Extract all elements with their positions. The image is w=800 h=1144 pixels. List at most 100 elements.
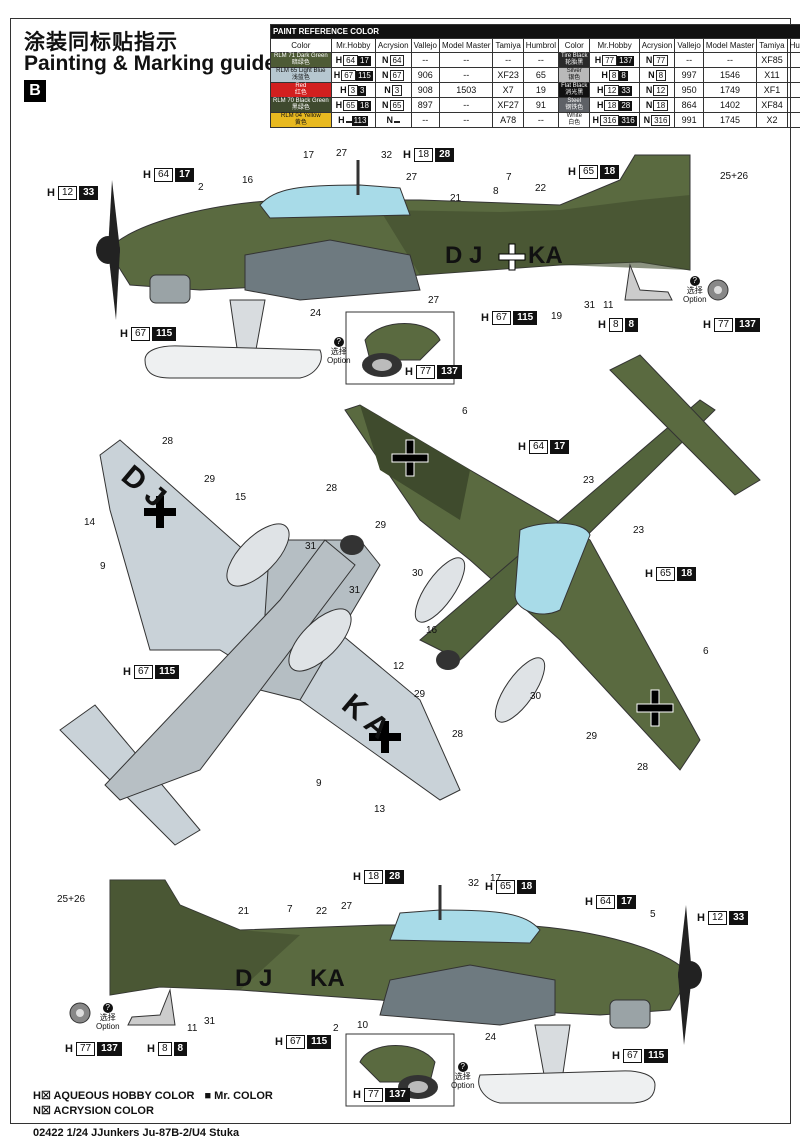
part-number: 27 bbox=[336, 148, 348, 159]
part-number: 2 bbox=[333, 1023, 339, 1034]
plan-view-underside bbox=[59, 439, 461, 846]
paint-name: RLM 65 Light Blue bbox=[276, 68, 326, 74]
part-number: 31 bbox=[584, 300, 596, 311]
paint-code-vallejo: -- bbox=[410, 112, 440, 128]
mr-color-code: 17 bbox=[358, 55, 371, 66]
part-number: 31 bbox=[349, 585, 361, 596]
part-number: 31 bbox=[204, 1016, 216, 1027]
part-number: 21 bbox=[450, 193, 462, 204]
part-number: 13 bbox=[374, 804, 386, 815]
part-number: 9 bbox=[316, 778, 322, 789]
mr-color-code: 3 bbox=[358, 85, 367, 96]
hobby-code: 12 bbox=[653, 84, 669, 96]
part-number: 29 bbox=[375, 520, 387, 531]
paint-name: Steel bbox=[567, 98, 582, 104]
part-number: 17 bbox=[490, 873, 502, 884]
fuselage-code-right-top: KA bbox=[528, 242, 563, 269]
part-number: 8 bbox=[493, 186, 499, 197]
hobby-code: 8 bbox=[608, 69, 620, 81]
hobby-code: 65 bbox=[343, 99, 359, 111]
part-number: 16 bbox=[242, 175, 254, 186]
paint-code-vallejo: 864 bbox=[674, 97, 704, 113]
paint-name: White bbox=[566, 113, 582, 119]
paint-name: Silver bbox=[566, 68, 582, 74]
part-number: 5 bbox=[650, 909, 656, 920]
mr-color-code: 28 bbox=[619, 100, 633, 111]
mr-color-code: 113 bbox=[351, 115, 369, 126]
part-number: 23 bbox=[583, 475, 595, 486]
paint-name-cn: 浅蓝色 bbox=[291, 75, 310, 81]
hobby-code: 65 bbox=[389, 99, 405, 111]
paint-code-tamiya: X2 bbox=[756, 112, 788, 128]
part-number: 7 bbox=[287, 904, 293, 915]
hobby-code: 18 bbox=[604, 99, 620, 111]
paint-name: Red bbox=[295, 83, 307, 89]
mr-color-code: 18 bbox=[358, 100, 371, 111]
part-number: 6 bbox=[703, 646, 709, 657]
part-number: 27 bbox=[428, 295, 440, 306]
mr-color-code: 115 bbox=[356, 70, 373, 81]
mr-color-code: 316 bbox=[619, 115, 637, 126]
paint-name: RLM 71 Dark Green bbox=[274, 53, 328, 59]
paint-name: Tire Black bbox=[561, 53, 588, 59]
hobby-code: 67 bbox=[389, 69, 405, 81]
part-number: 7 bbox=[506, 172, 512, 183]
part-number: 28 bbox=[452, 729, 464, 740]
title-english: Painting & Marking guide bbox=[24, 52, 277, 75]
footer-model-info: 02422 1/24 JJunkers Ju-87B-2/U4 Stuka bbox=[33, 1127, 240, 1139]
part-number: 24 bbox=[310, 308, 322, 319]
hobby-code: 12 bbox=[604, 84, 620, 96]
hobby-code: 3 bbox=[347, 84, 359, 96]
part-number: 28 bbox=[162, 436, 174, 447]
part-number: 22 bbox=[316, 906, 328, 917]
part-number: 27 bbox=[406, 172, 418, 183]
part-number: 15 bbox=[235, 492, 247, 503]
hobby-code: 316 bbox=[599, 114, 620, 126]
mr-color-code: 33 bbox=[619, 85, 633, 96]
hobby-code: 8 bbox=[655, 69, 667, 81]
paint-name-cn: 轮胎黑 bbox=[565, 60, 584, 66]
hobby-code: 64 bbox=[389, 54, 405, 66]
part-number: 29 bbox=[414, 689, 426, 700]
paint-name: Flat Black bbox=[561, 83, 588, 89]
part-number: 23 bbox=[633, 525, 645, 536]
fuselage-code-left-bottom: D J bbox=[235, 965, 273, 992]
legend-hobby: H☒ AQUEOUS HOBBY COLOR■ Mr. COLOR bbox=[33, 1090, 273, 1102]
hobby-code: 316 bbox=[651, 114, 671, 126]
paint-name-cn: 白色 bbox=[568, 120, 581, 126]
hobby-code: 77 bbox=[653, 54, 669, 66]
part-number: 32 bbox=[468, 878, 480, 889]
part-number: 28 bbox=[637, 762, 649, 773]
part-number: 24 bbox=[485, 1032, 497, 1043]
part-number: 9 bbox=[100, 561, 106, 572]
part-number: 25+26 bbox=[57, 894, 86, 905]
part-number: 12 bbox=[393, 661, 405, 672]
side-profile-right bbox=[109, 879, 702, 1104]
part-number: 28 bbox=[326, 483, 338, 494]
paint-name: RLM 04 Yellow bbox=[281, 113, 321, 119]
part-number: 30 bbox=[530, 691, 542, 702]
